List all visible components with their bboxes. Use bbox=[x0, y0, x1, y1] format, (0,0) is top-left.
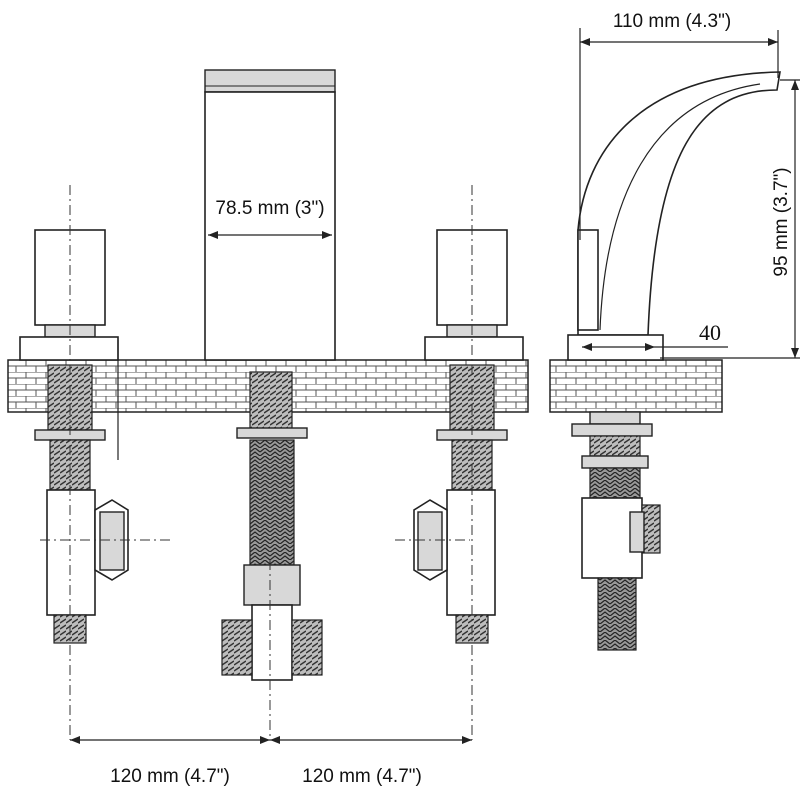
right-valve bbox=[413, 439, 496, 644]
countertop-side bbox=[549, 359, 723, 413]
left-valve bbox=[46, 439, 129, 644]
spout-side bbox=[567, 71, 781, 361]
spout-reach-dimension bbox=[579, 28, 779, 240]
spout-front bbox=[204, 69, 336, 361]
spout-height-dimension bbox=[660, 79, 800, 359]
base-width-dimension bbox=[582, 343, 728, 351]
center-shank bbox=[249, 371, 293, 431]
side-underbody bbox=[571, 411, 661, 651]
spacing-right-label: 120 mm (4.7") bbox=[302, 766, 422, 787]
spout-reach-label: 110 mm (4.3") bbox=[613, 11, 731, 32]
center-locknut bbox=[236, 427, 308, 439]
spacing-dimension bbox=[70, 736, 472, 744]
spout-width-dimension bbox=[208, 231, 332, 239]
spout-height-label: 95 mm (3.7") bbox=[771, 167, 792, 276]
base-width-label: 40 bbox=[699, 320, 721, 345]
right-handle bbox=[424, 229, 524, 361]
left-handle bbox=[19, 229, 119, 361]
spacing-left-label: 120 mm (4.7") bbox=[110, 766, 230, 787]
spout-width-label: 78.5 mm (3") bbox=[215, 198, 324, 219]
center-hose bbox=[221, 439, 323, 681]
